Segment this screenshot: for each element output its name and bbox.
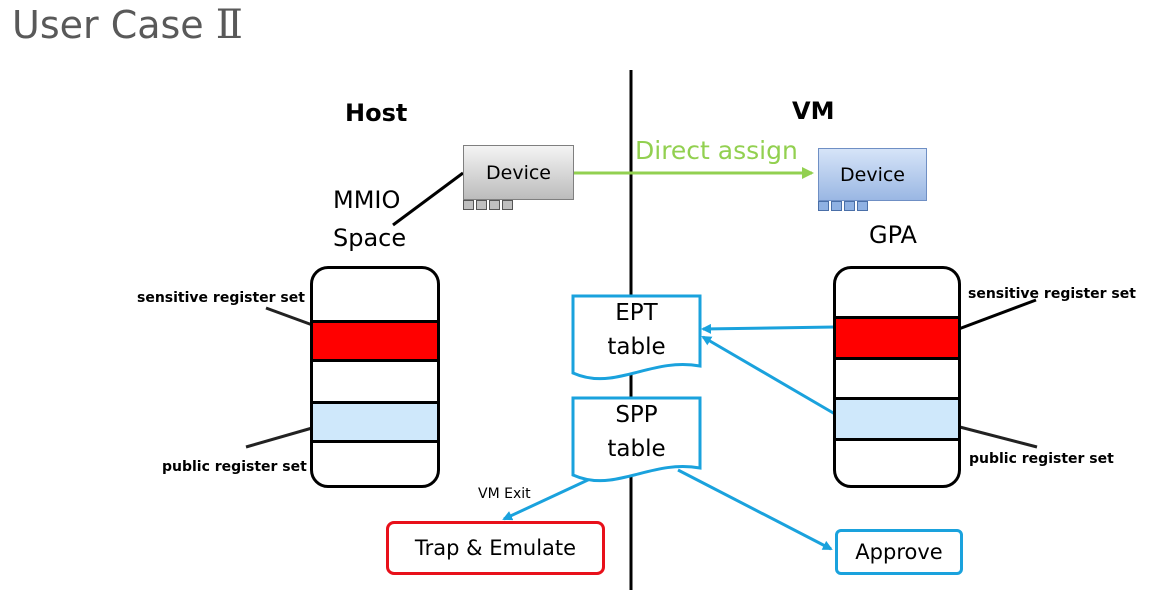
host-sensitive-label: sensitive register set: [137, 290, 305, 306]
vm-sensitive-label: sensitive register set: [968, 286, 1136, 302]
spp-to-approve-arrow: [677, 468, 833, 551]
public-to-ept-arrow: [701, 335, 836, 416]
host-heading: Host: [345, 99, 408, 127]
vm-heading: VM: [792, 97, 835, 125]
gpa-label: GPA: [869, 221, 917, 249]
host-public-label: public register set: [162, 459, 307, 475]
ept-table-shape: [571, 294, 702, 381]
spp-line1: SPP: [615, 402, 658, 428]
vm-public-label: public register set: [969, 451, 1114, 467]
host-device-pins: [463, 200, 513, 210]
mmio-label-line1: MMIO: [333, 186, 401, 214]
host-sensitive-register-band: [313, 320, 437, 362]
ept-line2: table: [607, 334, 666, 360]
spp-table-shape: [571, 396, 702, 483]
vm-device-label: Device: [840, 163, 905, 186]
vm-exit-label: VM Exit: [478, 486, 531, 502]
mmio-label-line2: Space: [333, 224, 407, 252]
mmio-pointer-line: [392, 171, 464, 227]
title-numeral: Ⅱ: [215, 2, 243, 48]
host-register-space: [310, 266, 440, 488]
vm-sensitive-register-band: [836, 316, 958, 360]
vm-public-register-band: [836, 397, 958, 441]
direct-assign-label: Direct assign: [635, 136, 798, 165]
ept-table-label: EPT table: [573, 296, 700, 364]
host-device: Device: [463, 145, 574, 200]
trap-emulate-box: Trap & Emulate: [386, 521, 605, 575]
spp-to-trap-arrow: [502, 477, 591, 521]
approve-label: Approve: [855, 540, 943, 564]
sensitive-to-ept-arrow: [701, 323, 836, 334]
vm-register-space: [833, 266, 961, 488]
host-public-register-band: [313, 401, 437, 443]
spp-line2: table: [607, 436, 666, 462]
host-device-label: Device: [486, 161, 551, 184]
title-text: User Case: [12, 3, 204, 47]
approve-box: Approve: [835, 529, 963, 575]
vm-device: Device: [818, 148, 927, 201]
ept-line1: EPT: [615, 300, 658, 326]
vm-device-pins: [818, 201, 868, 211]
trap-emulate-label: Trap & Emulate: [414, 536, 577, 560]
spp-table-label: SPP table: [573, 398, 700, 466]
